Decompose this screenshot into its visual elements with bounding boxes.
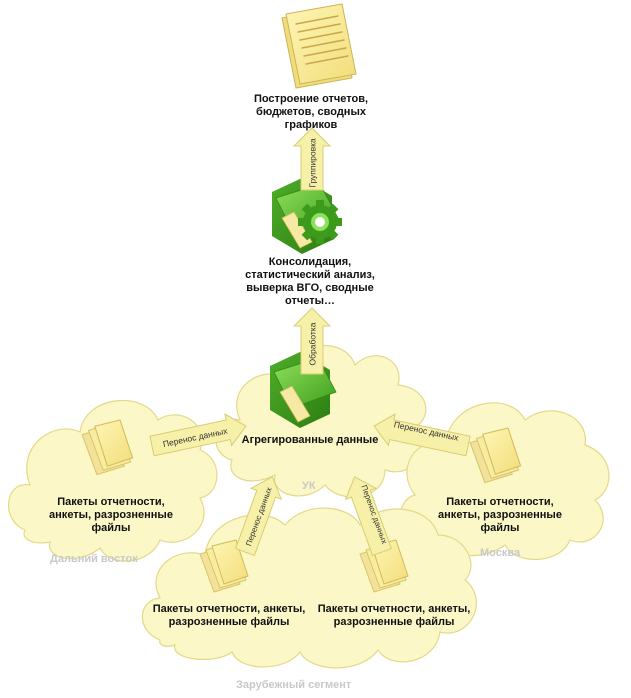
moscow-label: Пакеты отчетности, анкеты, разрозненные …	[438, 496, 562, 534]
region-label-uk: УК	[302, 480, 316, 492]
arrow-processing-label: Обработка	[308, 322, 318, 365]
arrow-grouping-label: Группировка	[308, 138, 318, 188]
arrow-processing: Обработка	[292, 307, 332, 375]
arrow-transfer-far-east: Перенос данных	[149, 413, 247, 457]
cloud-center	[215, 344, 427, 498]
far-east-label: Пакеты отчетности, анкеты, разрозненные …	[49, 496, 173, 534]
foreign-left-label: Пакеты отчетности, анкеты, разрозненные …	[152, 603, 306, 628]
folder-gear-icon	[271, 177, 342, 255]
document-icon	[281, 3, 357, 89]
region-label-far-east: Дальний восток	[50, 553, 138, 565]
top-label: Построение отчетов, бюджетов, сводных гр…	[253, 93, 369, 131]
region-label-foreign: Зарубежный сегмент	[236, 679, 352, 691]
foreign-right-label: Пакеты отчетности, анкеты, разрозненные …	[317, 603, 471, 628]
center-label: Агрегированные данные	[241, 434, 379, 446]
region-label-moscow: Москва	[480, 547, 521, 559]
arrow-grouping: Группировка	[292, 127, 332, 191]
consolidation-label: Консолидация, статистический анализ, выв…	[245, 256, 375, 307]
